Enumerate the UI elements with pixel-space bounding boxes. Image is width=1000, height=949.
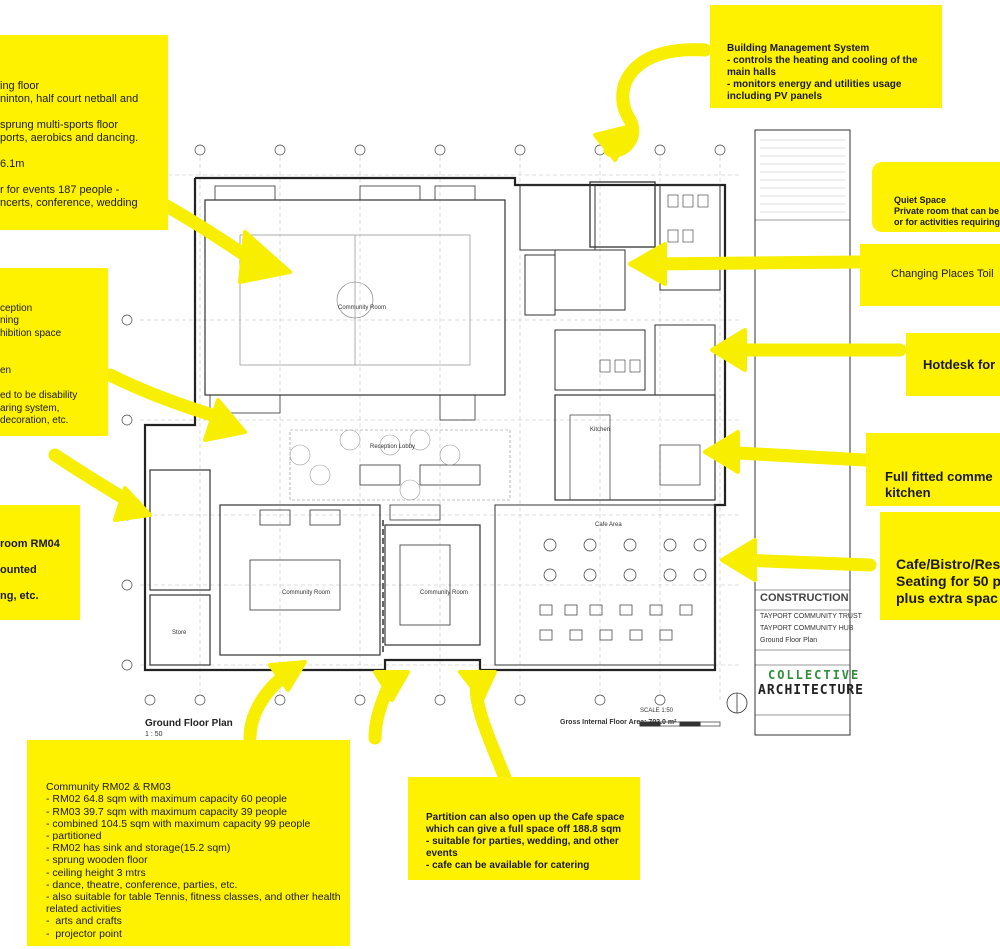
logo-text-architecture: ARCHITECTURE	[758, 683, 864, 698]
note-bms: Building Management System - controls th…	[710, 5, 942, 108]
note-main-hall-text: ing floor ninton, half court netball and…	[0, 80, 139, 209]
scale-bar-label: SCALE 1:50	[640, 708, 674, 714]
room-label-reception: Reception Lobby	[370, 444, 416, 450]
note-quiet-space: Quiet Space Private room that can be u o…	[872, 162, 1000, 232]
room-label-community: Community Room	[338, 305, 387, 311]
room-label-community-3: Community Room	[420, 590, 469, 596]
note-partition: Partition can also open up the Cafe spac…	[408, 777, 640, 880]
note-hotdesk: Hotdesk for	[906, 333, 1000, 396]
plan-scale: 1 : 50	[145, 731, 163, 738]
note-reception: ception ning hibition space en ed to be …	[0, 268, 108, 436]
note-changing-places: Changing Places Toil	[860, 244, 1000, 306]
note-main-hall: ing floor ninton, half court netball and…	[0, 35, 168, 230]
note-partition-text: Partition can also open up the Cafe spac…	[426, 812, 625, 871]
note-kitchen: Full fitted comme kitchen	[866, 433, 1000, 506]
note-reception-text: ception ning hibition space en ed to be …	[0, 302, 78, 427]
note-cafe: Cafe/Bistro/Res Seating for 50 p plus ex…	[880, 512, 1000, 620]
note-hotdesk-text: Hotdesk for	[923, 357, 996, 372]
logo-text-collective: COLLECTIVE	[768, 668, 861, 682]
note-community-rooms: Community RM02 & RM03 - RM02 64.8 sqm wi…	[27, 740, 350, 946]
room-label-cafe: Cafe Area	[595, 522, 622, 528]
note-community-text: Community RM02 & RM03 - RM02 64.8 sqm wi…	[46, 781, 341, 940]
room-label-store: Store	[172, 630, 187, 636]
title-block-project: TAYPORT COMMUNITY HUB	[760, 625, 854, 632]
title-block-drawing: Ground Floor Plan	[760, 637, 818, 644]
note-bms-text: Building Management System - controls th…	[727, 43, 918, 102]
note-rm04: room RM04 ounted ng, etc.	[0, 505, 80, 620]
note-quiet-text: Quiet Space Private room that can be u o…	[894, 195, 1000, 227]
note-changing-text: Changing Places Toil	[891, 268, 994, 280]
plan-title: Ground Floor Plan	[145, 718, 233, 729]
room-label-kitchen: Kitchen	[590, 427, 611, 433]
note-rm04-text: room RM04 ounted ng, etc.	[0, 538, 60, 602]
note-cafe-text: Cafe/Bistro/Res Seating for 50 p plus ex…	[896, 556, 1000, 606]
gross-area-label: Gross Internal Floor Area: 703.0 m²	[560, 719, 677, 726]
room-label-community-2: Community Room	[282, 590, 331, 596]
title-block-status: CONSTRUCTION	[760, 592, 849, 604]
note-kitchen-text: Full fitted comme kitchen	[885, 469, 993, 500]
title-block-client: TAYPORT COMMUNITY TRUST	[760, 613, 862, 620]
